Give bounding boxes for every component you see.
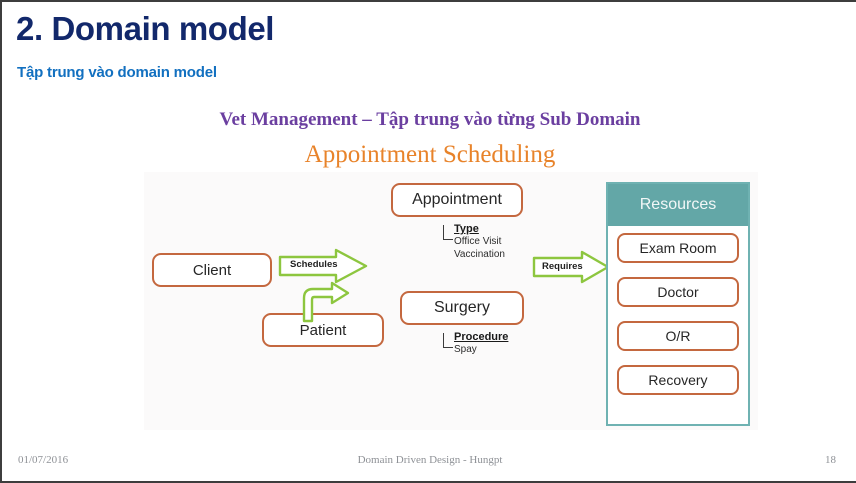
requires-arrow-icon <box>532 250 610 284</box>
attribute-item: Office Visit <box>454 236 502 247</box>
requires-arrow-label: Requires <box>542 261 583 272</box>
schedules-arrow-label: Schedules <box>290 259 338 270</box>
page-title: 2. Domain model <box>16 10 275 47</box>
attribute-connector-line <box>443 225 453 240</box>
footer: 01/07/2016 Domain Driven Design - Hungpt… <box>2 454 856 476</box>
content-subheading: Appointment Scheduling <box>304 141 556 168</box>
node-client: Client <box>152 253 272 287</box>
attribute-block-surgery: Procedure Spay <box>443 331 509 356</box>
resource-item-recovery: Recovery <box>617 365 739 395</box>
node-surgery-label: Surgery <box>433 299 491 316</box>
resource-item-exam-room: Exam Room <box>617 233 739 263</box>
attribute-item: Spay <box>454 344 477 355</box>
attribute-block-appointment: Type Office Visit Vaccination <box>443 223 505 261</box>
page-subtitle: Tập trung vào domain model <box>17 64 217 81</box>
attribute-connector-line <box>443 333 453 348</box>
footer-page-number: 18 <box>825 454 836 466</box>
resource-item-or: O/R <box>617 321 739 351</box>
node-patient: Patient <box>262 313 384 347</box>
node-patient-label: Patient <box>299 321 347 339</box>
domain-model-diagram: Client Patient Appointment Surgery Type … <box>144 172 758 430</box>
curved-elbow-arrow-icon <box>302 281 350 323</box>
node-surgery: Surgery <box>400 291 524 325</box>
schedules-arrow-icon <box>278 248 368 284</box>
footer-center-text: Domain Driven Design - Hungpt <box>357 454 503 466</box>
content-heading: Vet Management – Tập trung vào từng Sub … <box>219 109 641 130</box>
node-client-label: Client <box>192 261 232 279</box>
resources-list: Exam Room Doctor O/R Recovery <box>608 226 748 395</box>
footer-date: 01/07/2016 <box>18 454 69 466</box>
node-appointment-label: Appointment <box>412 191 502 208</box>
resources-panel: Resources Exam Room Doctor O/R Recovery <box>606 182 750 426</box>
attribute-title-type: Type <box>454 223 479 235</box>
resources-panel-header: Resources <box>608 184 748 226</box>
node-appointment: Appointment <box>391 183 523 217</box>
attribute-item: Vaccination <box>454 249 505 260</box>
resource-item-doctor: Doctor <box>617 277 739 307</box>
attribute-title-procedure: Procedure <box>454 331 509 343</box>
